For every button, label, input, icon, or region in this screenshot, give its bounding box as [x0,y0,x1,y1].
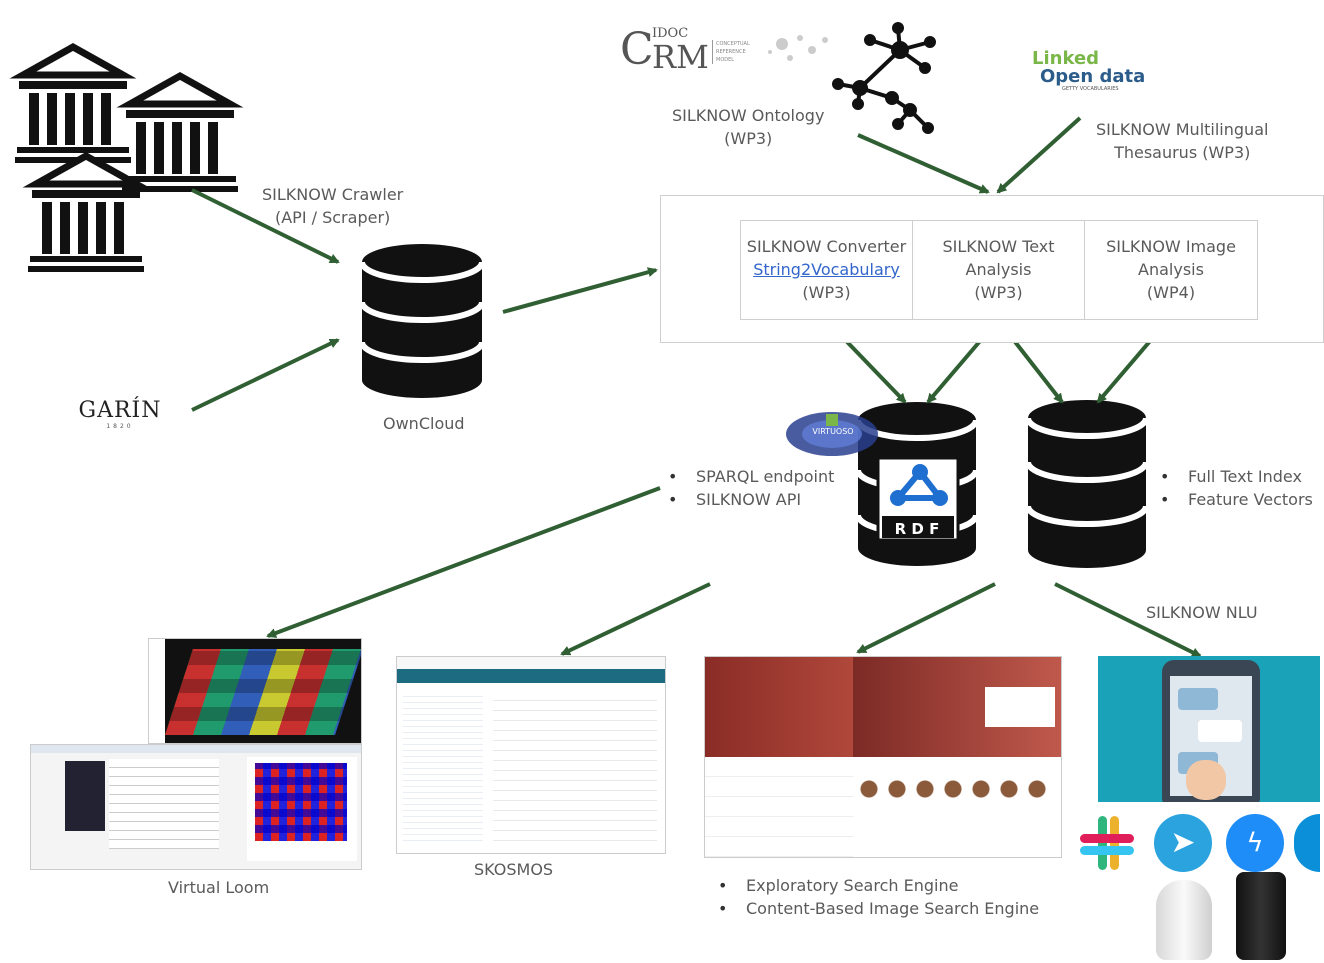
museum-icon [28,156,144,272]
rdf-database-icon [855,402,979,566]
crm-logo-main: RM [652,38,709,76]
crm-logo-small-line: MODEL [716,57,735,63]
image-analysis-line: Analysis [1138,260,1204,279]
skype-icon [1294,814,1320,872]
image-analysis-line: SILKNOW Image [1106,237,1236,256]
lod-logo-sub: GETTY VOCABULARIES [1062,86,1119,92]
arrow-owncloud-to-processing [502,267,658,314]
arrow-museums-to-owncloud [191,188,340,264]
lod-logo-line2: Open data [1040,66,1146,87]
crm-decoration-dots [768,35,828,61]
virtual-loom-3d-screenshot [148,638,362,744]
arrow-to-skosmos [560,582,711,656]
arrow-thesaurus-to-processing [996,116,1082,194]
crm-logo-small-line: CONCEPTUAL [716,41,750,47]
amazon-echo-icon [1236,872,1286,960]
crm-logo-sup: IDOC [652,26,689,41]
crawler-label: SILKNOW Crawler (API / Scraper) [262,183,403,229]
string2vocabulary-link[interactable]: String2Vocabulary [753,260,900,279]
bullet-sparql: SPARQL endpoint [668,465,834,488]
arrow-to-search-engine [856,582,996,654]
thesaurus-label-line: Thesaurus (WP3) [1114,143,1251,162]
ontology-label: SILKNOW Ontology (WP3) [672,104,824,150]
garin-logo: GARÍN 1820 [72,398,168,430]
converter-wp: (WP3) [802,283,851,302]
bullet-full-text-index: Full Text Index [1160,465,1313,488]
converter-module: SILKNOW Converter String2Vocabulary (WP3… [741,221,913,319]
arrow-to-nlu [1054,582,1202,658]
text-analysis-module: SILKNOW Text Analysis (WP3) [913,221,1085,319]
crm-logo-small-line: REFERENCE [716,49,746,55]
search-engine-screenshot [704,656,1062,858]
owncloud-label: OwnCloud [383,414,465,433]
arrow-ontology-to-processing [857,133,990,194]
messaging-icons: ➤ ϟ [1080,814,1320,874]
crm-logo-small: CONCEPTUAL REFERENCE MODEL [712,40,750,64]
rdf-label: R D F [894,520,940,538]
bullet-feature-vectors: Feature Vectors [1160,488,1313,511]
museum-icon [15,47,131,163]
google-home-icon [1156,880,1212,960]
image-analysis-module: SILKNOW Image Analysis (WP4) [1085,221,1257,319]
thesaurus-label: SILKNOW Multilingual Thesaurus (WP3) [1096,118,1268,164]
ontology-label-line: SILKNOW Ontology [672,106,825,125]
messenger-icon: ϟ [1226,814,1284,872]
garin-logo-text: GARÍN [78,398,162,423]
garin-logo-sub: 1820 [106,423,134,430]
processing-modules: SILKNOW Converter String2Vocabulary (WP3… [740,220,1258,320]
virtual-loom-label: Virtual Loom [168,878,270,897]
arrows [191,116,1202,658]
virtual-loom-app-screenshot [30,744,362,870]
text-analysis-line: Analysis [965,260,1032,279]
image-analysis-line: (WP4) [1146,283,1196,302]
telegram-icon: ➤ [1154,814,1212,872]
converter-title: SILKNOW Converter [746,237,907,256]
bullet-api: SILKNOW API [668,488,834,511]
skosmos-screenshot [396,656,666,854]
crawler-label-line: SILKNOW Crawler [262,185,404,204]
search-engine-bullets: Exploratory Search Engine Content-Based … [718,874,1039,920]
arrow-garin-to-owncloud [191,338,340,412]
storage-right-bullets: Full Text Index Feature Vectors [1160,465,1313,511]
nlu-label: SILKNOW NLU [1146,603,1258,622]
linked-open-data-logo: Linked Open data GETTY VOCABULARIES [1032,48,1152,93]
owncloud-database-icon [359,244,485,398]
storage-left-bullets: SPARQL endpoint SILKNOW API [668,465,834,511]
crm-logo-prefix: C [620,24,654,75]
ontology-graph-icon [832,22,936,134]
chatbot-phone-illustration [1098,656,1320,802]
ontology-label-line: (WP3) [724,129,773,148]
text-analysis-line: SILKNOW Text [942,237,1055,256]
virtuoso-logo [786,412,878,456]
index-database-icon [1025,400,1149,568]
text-analysis-line: (WP3) [974,283,1023,302]
arrow-to-virtual-loom [266,486,661,638]
thesaurus-label-line: SILKNOW Multilingual [1096,120,1269,139]
crawler-label-line: (API / Scraper) [274,208,391,227]
bullet-image-search: Content-Based Image Search Engine [718,897,1039,920]
skosmos-label: SKOSMOS [474,860,554,879]
virtuoso-label: VIRTUOSO [812,427,854,436]
cidoc-crm-logo: C IDOC RM CONCEPTUAL REFERENCE MODEL [620,24,750,76]
lod-logo-line1: Linked [1032,48,1100,69]
museum-icon [122,76,238,192]
slack-icon [1080,816,1134,870]
bullet-exploratory-search: Exploratory Search Engine [718,874,1039,897]
